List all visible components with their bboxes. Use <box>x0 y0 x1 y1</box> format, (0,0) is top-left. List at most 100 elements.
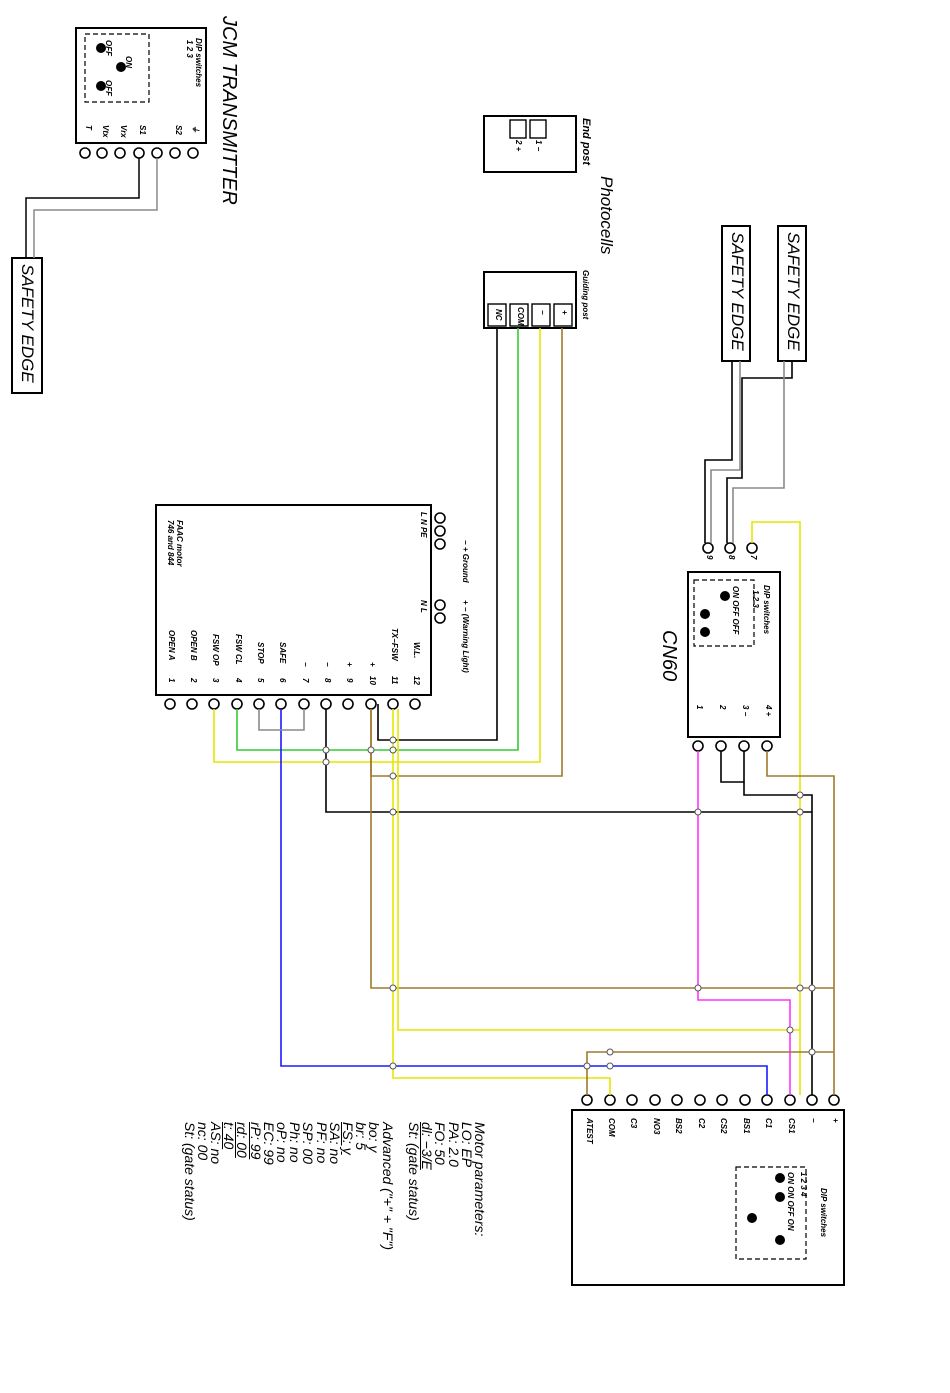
wire-cn60-2-3-black <box>720 751 745 783</box>
crossing <box>389 772 397 780</box>
controller-terminal-BS1 <box>739 1094 751 1106</box>
motor-warning-terms: N L <box>419 600 428 613</box>
controller-terminal-label-C3: C3 <box>629 1118 638 1129</box>
cn60-output-1: 1 <box>695 705 704 710</box>
wire-edge2-b <box>732 361 785 543</box>
photocells-title: Photocells <box>597 176 616 255</box>
crossing <box>606 1062 614 1070</box>
cn60-output-terminals <box>692 740 773 752</box>
motor-box <box>155 504 432 696</box>
crossing <box>322 746 330 754</box>
motor-terminal-5 <box>253 698 265 710</box>
motor-terminal-L <box>434 512 446 524</box>
wire-atest-brown <box>586 1051 834 1095</box>
transmitter-terminal-Vtx <box>96 147 108 159</box>
safety-edge-right-1-box <box>721 225 751 362</box>
transmitter-terminal-gnd2 <box>187 147 199 159</box>
cn60-terminal-7 <box>746 542 758 554</box>
controller-terminal-C2 <box>694 1094 706 1106</box>
param-line: St: (gate status) <box>405 1122 422 1221</box>
guiding-terminal-COM <box>509 303 529 327</box>
param-line: St: (gate status) <box>181 1122 198 1221</box>
wire-motor-8-black <box>325 709 812 813</box>
crossing <box>389 746 397 754</box>
motor-terminal-num-8: 8 <box>323 678 332 683</box>
motor-terminal-1 <box>164 698 176 710</box>
controller-terminal-label-COM: COM <box>607 1118 616 1137</box>
motor-terminal-N <box>434 525 446 537</box>
motor-ground-terms: L N PE <box>419 512 428 538</box>
param-line: PA: 2.0 <box>445 1122 462 1167</box>
end-post-terminal-2 <box>509 119 527 139</box>
guiding-term-plus: + <box>560 310 569 315</box>
controller-board <box>571 1094 845 1286</box>
wire-edge1-b <box>710 361 741 543</box>
controller-terminal-label-CS1: CS1 <box>787 1118 796 1134</box>
controller-dip-title: DIP switches <box>819 1188 828 1238</box>
end-post-label: End post <box>580 118 592 166</box>
safety-edge-left-label: SAFETY EDGE <box>18 264 37 383</box>
cn60-input-terminals <box>702 542 758 554</box>
controller-terminal-plus <box>828 1094 840 1106</box>
transmitter-dip-off-2: OFF <box>104 80 113 96</box>
crossing <box>389 736 397 744</box>
controller-terminal-ATEST <box>581 1094 593 1106</box>
wire-cn60-4-brown <box>766 751 835 1095</box>
crossing <box>808 984 816 992</box>
controller-terminal-label-NO3: NO3 <box>652 1118 661 1135</box>
wire-crossings <box>322 736 816 1070</box>
motor-terminal-num-3: 3 <box>211 678 220 683</box>
crossing <box>389 984 397 992</box>
param-line: PF: no <box>313 1122 330 1164</box>
guiding-terminal-NC <box>487 303 507 327</box>
param-line: rP: 99 <box>247 1122 264 1160</box>
transmitter-dip-switch-2 <box>116 62 126 72</box>
controller-terminal-CS2 <box>716 1094 728 1106</box>
controller-terminal-BS2 <box>671 1094 683 1106</box>
motor-terminal-name-11: TX−FSW <box>390 628 399 661</box>
cn60-box <box>687 571 781 738</box>
param-line: SP: 00 <box>300 1122 317 1165</box>
transmitter-terminal-S2 <box>169 147 181 159</box>
motor-terminal-num-11: 11 <box>390 676 399 685</box>
motor-power-terminals <box>434 512 446 624</box>
wire-edge2-a <box>726 361 793 543</box>
transmitter-terminal-label-5: Vtx <box>101 125 110 138</box>
wire-motor-6-blue <box>280 709 768 1095</box>
wire-safety-edge-left-b <box>33 158 158 258</box>
motor-terminal-name-5: STOP <box>256 642 265 664</box>
motor-terminal-num-1: 1 <box>167 678 176 683</box>
motor-terminal-PE <box>434 538 446 550</box>
wire-motor-5-6-bridge <box>258 709 305 731</box>
guiding-term-minus: − <box>538 310 547 315</box>
crossing <box>583 1062 591 1070</box>
motor-terminal-2 <box>186 698 198 710</box>
transmitter-terminal-S1 <box>133 147 145 159</box>
motor-terminal-num-12: 12 <box>412 676 421 685</box>
controller-terminal-label-minus: − <box>809 1118 818 1123</box>
motor-terminal-name-10: + <box>368 662 377 667</box>
crossing <box>389 808 397 816</box>
motor-terminal-10 <box>365 698 377 710</box>
motor-terminal-6 <box>275 698 287 710</box>
safety-edge-right-2-box <box>777 225 807 362</box>
param-line: Advanced ("+" + "F") <box>379 1122 396 1251</box>
motor-terminal-num-5: 5 <box>256 678 265 683</box>
controller-dip-states: ON ON OFF ON <box>786 1172 795 1231</box>
photocell-end-post <box>483 115 577 173</box>
controller-dip-switch-2 <box>775 1192 785 1202</box>
motor-terminal-row <box>164 698 421 710</box>
guiding-post-label: Guiding post <box>581 270 590 320</box>
controller-terminal-COM <box>604 1094 616 1106</box>
motor-terminal-name-7: − <box>301 662 310 667</box>
cn60-dip-switch-3 <box>700 627 710 637</box>
transmitter-dip-switch-1 <box>96 43 106 53</box>
cn60-terminal-3 <box>738 740 750 752</box>
motor-terminal-name-6: SAFE <box>278 642 287 664</box>
controller-dip-switch-1 <box>775 1173 785 1183</box>
cn60-terminal-1 <box>692 740 704 752</box>
cn60-dip-switch-2 <box>700 609 710 619</box>
wire-photocell-minus-yellow <box>213 328 541 763</box>
wire-cn60-1-magenta <box>697 751 791 1095</box>
